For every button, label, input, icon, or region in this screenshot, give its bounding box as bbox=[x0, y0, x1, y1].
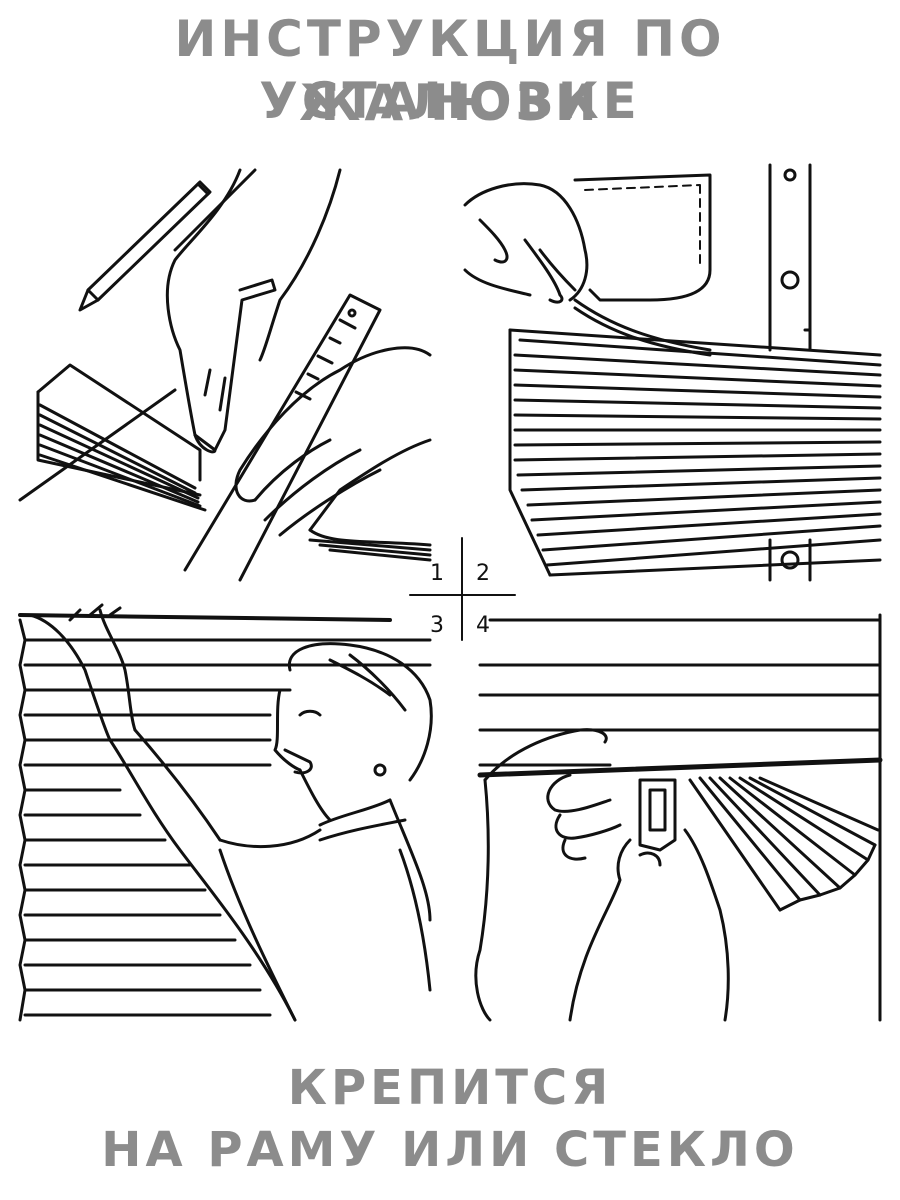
instruction-illustration: 1 2 3 4 bbox=[10, 150, 890, 1042]
hand-with-knife bbox=[165, 168, 342, 454]
step-4-illustration bbox=[474, 613, 883, 1022]
mounting-caption-line-1: КРЕПИТСЯ bbox=[287, 1060, 613, 1116]
page-title-line-1: ИНСТРУКЦИЯ ПО УСТАНОВКЕ bbox=[174, 10, 726, 130]
step-number-4: 4 bbox=[476, 613, 490, 638]
step-3-illustration bbox=[18, 603, 433, 1022]
woman-raised-arm bbox=[28, 603, 297, 1022]
pleated-blind bbox=[508, 328, 882, 577]
blind-stack bbox=[36, 363, 207, 512]
step-number-grid: 1 2 3 4 bbox=[409, 537, 516, 641]
mounting-clip bbox=[638, 778, 677, 852]
hand-peeling-tape bbox=[463, 182, 589, 304]
pleated-fan bbox=[688, 776, 880, 912]
step-1-illustration bbox=[18, 168, 432, 582]
page-title-line-2: ЖАЛЮЗИ bbox=[299, 74, 601, 132]
pencil-icon bbox=[78, 180, 212, 312]
woman-sweater bbox=[218, 798, 432, 1022]
step-2-illustration bbox=[463, 163, 882, 582]
step-number-2: 2 bbox=[476, 561, 490, 586]
step-number-3: 3 bbox=[430, 613, 444, 638]
step-number-1: 1 bbox=[430, 561, 444, 586]
mounting-caption-line-2: НА РАМУ ИЛИ СТЕКЛО bbox=[101, 1122, 799, 1178]
ruler bbox=[183, 293, 382, 582]
hand-holding-ruler bbox=[234, 346, 432, 547]
woman-head bbox=[273, 642, 433, 822]
hand-pressing-clip bbox=[568, 828, 730, 1022]
hand-holding-rail bbox=[474, 728, 622, 1022]
